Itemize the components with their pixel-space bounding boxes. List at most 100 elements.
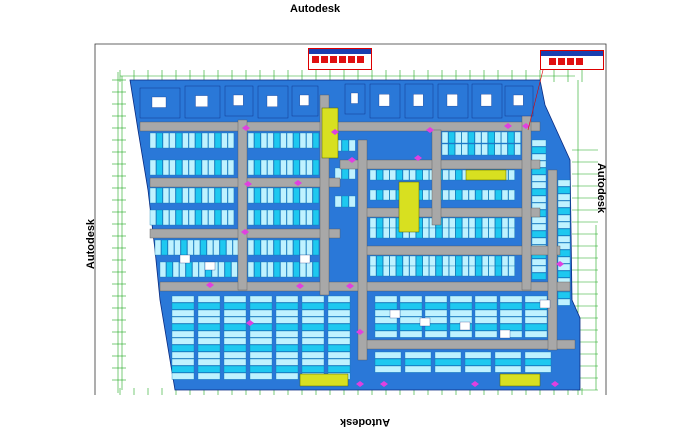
marker-arrow — [380, 381, 388, 387]
parking-stall — [197, 330, 221, 338]
parking-stall — [449, 302, 473, 310]
parking-stall — [462, 217, 469, 229]
parking-stall — [195, 132, 202, 149]
parking-stall — [301, 351, 325, 359]
parking-stall — [383, 189, 390, 201]
parking-stall — [416, 169, 423, 181]
parking-stall — [280, 209, 287, 226]
parking-stall — [299, 159, 307, 176]
parking-stall — [171, 365, 195, 373]
parking-stall — [286, 209, 294, 226]
parking-stall — [162, 187, 170, 204]
ramp-south-west — [299, 373, 349, 387]
parking-stall — [208, 187, 215, 204]
parking-stall — [531, 174, 547, 182]
parking-stall — [449, 189, 456, 201]
parking-stall — [448, 143, 455, 156]
parking-stall — [275, 344, 299, 352]
parking-stall — [301, 344, 325, 352]
parking-stall — [508, 217, 515, 229]
parking-stall — [159, 261, 167, 278]
parking-stall — [508, 255, 515, 267]
parking-stall — [531, 181, 547, 189]
fixture — [204, 261, 216, 271]
parking-stall — [280, 159, 287, 176]
parking-stall — [327, 344, 351, 352]
parking-stall — [494, 143, 501, 156]
parking-stall — [455, 255, 462, 267]
parking-stall — [171, 358, 195, 366]
title-cell — [330, 56, 337, 63]
parking-stall — [312, 187, 320, 204]
parking-stall — [557, 298, 571, 306]
parking-stall — [441, 131, 449, 144]
parking-stall — [185, 261, 193, 278]
parking-stall — [495, 189, 502, 201]
parking-stall — [389, 265, 396, 277]
parking-stall — [435, 265, 443, 277]
parking-stall — [293, 132, 300, 149]
parking-stall — [161, 239, 168, 256]
parking-stall — [369, 189, 377, 201]
parking-stall — [508, 169, 515, 181]
parking-stall — [383, 169, 390, 181]
parking-stall — [156, 187, 163, 204]
parking-stall — [448, 131, 455, 144]
parking-stall — [399, 295, 423, 303]
parking-stall — [231, 261, 238, 278]
parking-stall — [156, 209, 163, 226]
parking-stall — [172, 261, 180, 278]
parking-stall — [166, 261, 173, 278]
parking-stall — [531, 146, 547, 154]
parking-stall — [247, 209, 255, 226]
title-block-header — [541, 51, 603, 56]
parking-stall — [171, 344, 195, 352]
parking-stall — [474, 295, 498, 303]
parking-stall — [273, 187, 281, 204]
parking-stall — [399, 309, 423, 317]
parking-stall — [435, 227, 443, 239]
parking-stall — [267, 261, 274, 278]
parking-stall — [531, 272, 547, 280]
parking-stall — [208, 209, 215, 226]
parking-stall — [218, 261, 225, 278]
title-cell — [549, 58, 556, 65]
parking-stall — [327, 365, 351, 373]
parking-stall — [376, 169, 383, 181]
parking-stall — [434, 365, 462, 373]
parking-stall — [416, 255, 423, 267]
parking-stall — [280, 239, 287, 256]
parking-stall — [531, 258, 547, 266]
parking-stall — [389, 189, 396, 201]
parking-stall — [341, 195, 349, 208]
parking-stall — [301, 337, 325, 345]
parking-stall — [494, 365, 522, 373]
parking-stall — [399, 302, 423, 310]
parking-stall — [197, 316, 221, 324]
parking-stall — [531, 195, 547, 203]
parking-stall — [249, 351, 273, 359]
parking-stall — [197, 295, 221, 303]
parking-stall — [306, 261, 313, 278]
parking-stall — [461, 131, 468, 144]
parking-stall — [495, 227, 502, 239]
parking-stall — [169, 159, 176, 176]
parking-stall — [482, 217, 489, 229]
parking-stall — [214, 159, 222, 176]
parking-stall — [254, 187, 261, 204]
parking-stall — [171, 316, 195, 324]
parking-stall — [424, 323, 448, 331]
parking-stall — [499, 323, 523, 331]
parking-stall — [327, 295, 351, 303]
title-cell — [312, 56, 319, 63]
parking-stall — [254, 159, 261, 176]
parking-stall — [260, 132, 268, 149]
parking-stall — [389, 169, 396, 181]
parking-stall — [507, 131, 515, 144]
parking-stall — [149, 159, 157, 176]
parking-stall — [468, 131, 475, 144]
parking-stall — [188, 187, 196, 204]
parking-stall — [557, 291, 571, 299]
parking-stall — [275, 309, 299, 317]
parking-stall — [226, 239, 233, 256]
